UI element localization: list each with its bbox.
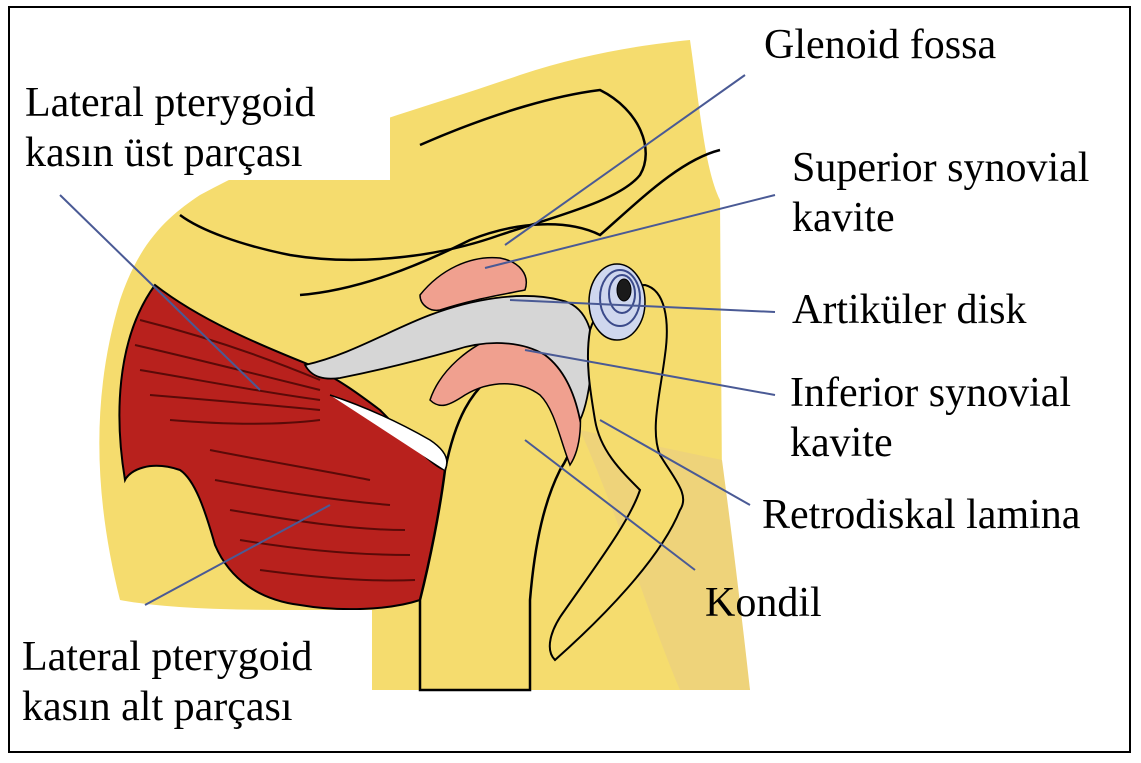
label-retrodiscal: Retrodiskal lamina (762, 490, 1080, 540)
label-lateral-pterygoid-upper: Lateral pterygoid kasın üst parçası (25, 78, 315, 178)
label-inferior-synovial-line1: Inferior synovial (790, 368, 1071, 418)
label-superior-synovial-line2: kavite (792, 193, 1089, 243)
label-lateral-pterygoid-upper-line1: Lateral pterygoid (25, 78, 315, 128)
label-superior-synovial: Superior synovial kavite (792, 143, 1089, 243)
label-condyle: Kondil (705, 578, 822, 628)
label-superior-synovial-line1: Superior synovial (792, 143, 1089, 193)
label-lateral-pterygoid-upper-line2: kasın üst parçası (25, 128, 315, 178)
label-inferior-synovial-line2: kavite (790, 418, 1071, 468)
label-inferior-synovial: Inferior synovial kavite (790, 368, 1071, 468)
label-lateral-pterygoid-lower-line2: kasın alt parçası (22, 682, 312, 732)
label-articular-disc: Artiküler disk (792, 285, 1026, 335)
label-glenoid-fossa: Glenoid fossa (764, 20, 996, 70)
label-lateral-pterygoid-lower: Lateral pterygoid kasın alt parçası (22, 632, 312, 732)
label-lateral-pterygoid-lower-line1: Lateral pterygoid (22, 632, 312, 682)
